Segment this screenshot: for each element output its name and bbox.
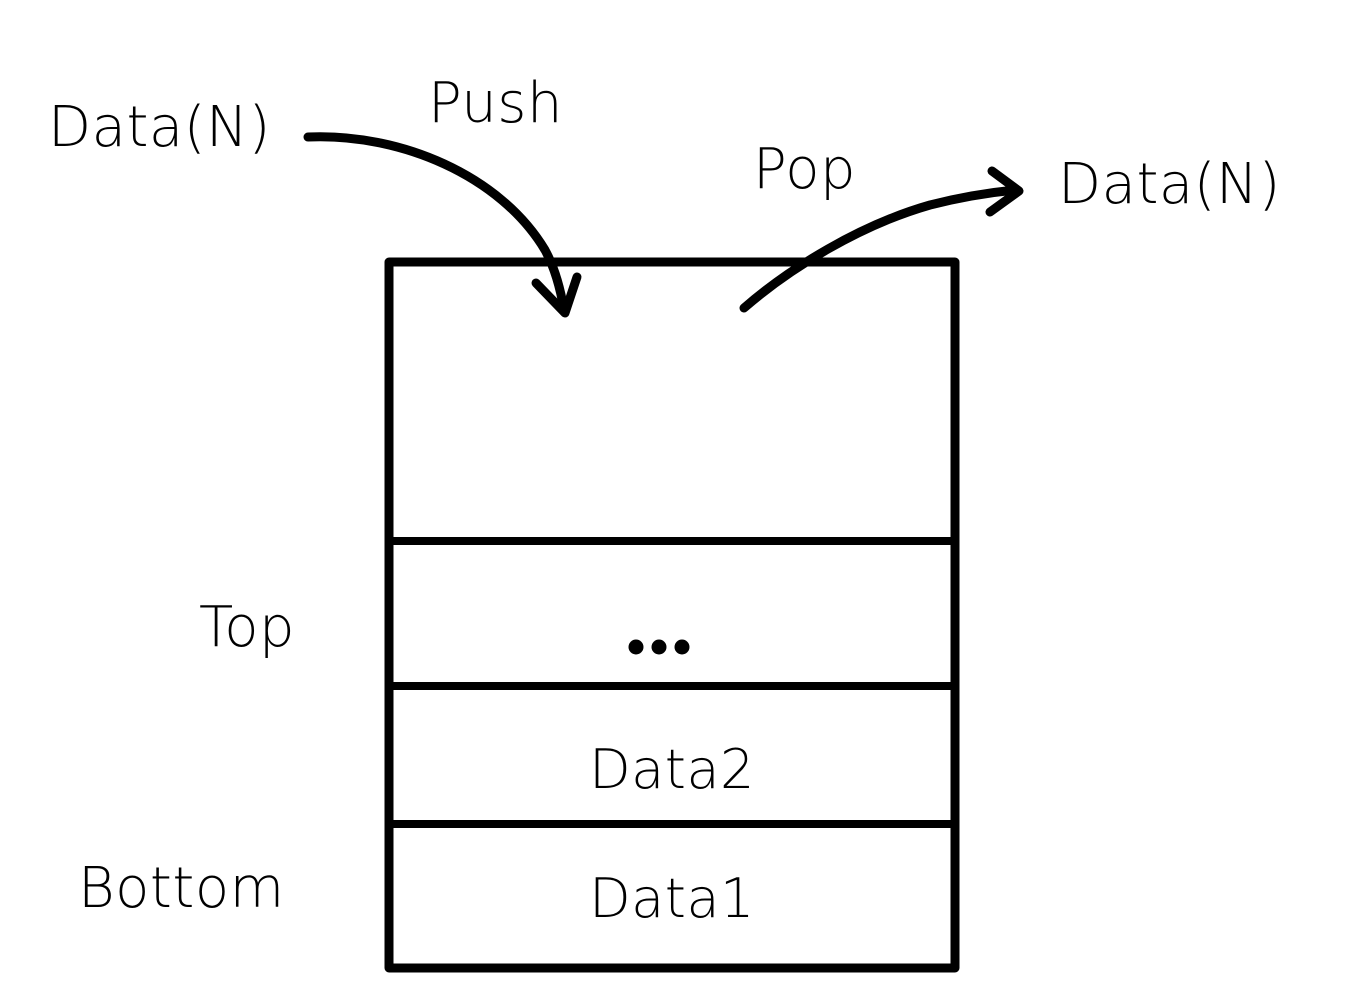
- stack-cell-data2-text: Data2: [589, 738, 755, 801]
- pop-label: Pop: [753, 137, 856, 202]
- stack-cell-data1-text: Data1: [589, 867, 755, 930]
- input-data-label: Data(N): [48, 95, 271, 160]
- push-label: Push: [428, 71, 563, 136]
- push-arrowhead-icon: [531, 272, 582, 318]
- ellipsis-dot-3: [674, 639, 690, 655]
- pop-arrowhead-icon: [985, 166, 1024, 217]
- output-data-label: Data(N): [1058, 152, 1281, 217]
- bottom-marker-label: Bottom: [78, 856, 285, 921]
- pop-arrow-curve: [739, 185, 1020, 313]
- ellipsis-dot-1: [628, 639, 644, 655]
- stack-cell-ellipsis: [628, 639, 690, 655]
- stack-container-box: [384, 257, 960, 973]
- push-arrow-curve: [303, 132, 569, 315]
- top-marker-label: Top: [199, 595, 295, 660]
- ellipsis-dot-2: [651, 639, 667, 655]
